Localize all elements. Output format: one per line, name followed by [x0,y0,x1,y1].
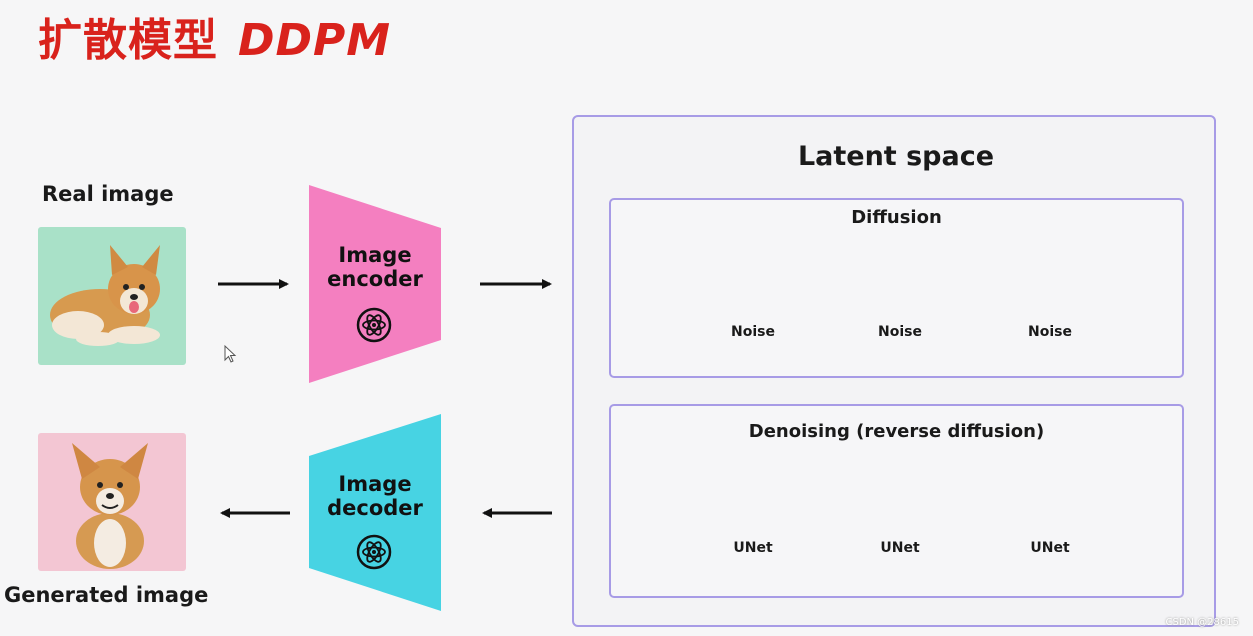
page-title: 扩散模型 DDPM [38,4,391,68]
encoder-atom-icon [356,307,392,343]
real-image-label: Real image [42,182,174,206]
mouse-cursor-icon [224,344,237,363]
denoising-title: Denoising (reverse diffusion) [748,421,1045,442]
title-cjk: 扩散模型 [38,15,218,66]
watermark: CSDN @28615 [1165,617,1239,628]
decoder-line2: decoder [327,496,423,520]
denoising-step-label: UNet [880,540,920,556]
image-encoder-shape [309,185,441,383]
sitting-dog-illustration [72,443,148,569]
denoising-step-label: UNet [1030,540,1070,556]
title-latin: DDPM [238,15,392,66]
image-decoder-label: Image decoder [305,472,445,520]
real-image-photo [38,227,186,365]
image-decoder-shape [309,414,441,611]
image-encoder-label: Image encoder [305,243,445,291]
decoder-atom-icon [356,534,392,570]
diffusion-title: Diffusion [851,207,942,228]
generated-image-photo [38,433,186,571]
decoder-line1: Image [338,472,412,496]
diffusion-step-label: Noise [878,324,922,340]
denoising-panel [609,404,1184,598]
denoising-step-label: UNet [733,540,773,556]
latent-space-title: Latent space [797,141,995,172]
diffusion-step-label: Noise [1028,324,1072,340]
diffusion-step-label: Noise [731,324,775,340]
generated-image-label: Generated image [4,583,209,607]
encoder-line2: encoder [327,267,423,291]
lying-dog-illustration [50,245,160,346]
diffusion-panel [609,198,1184,378]
encoder-line1: Image [338,243,412,267]
